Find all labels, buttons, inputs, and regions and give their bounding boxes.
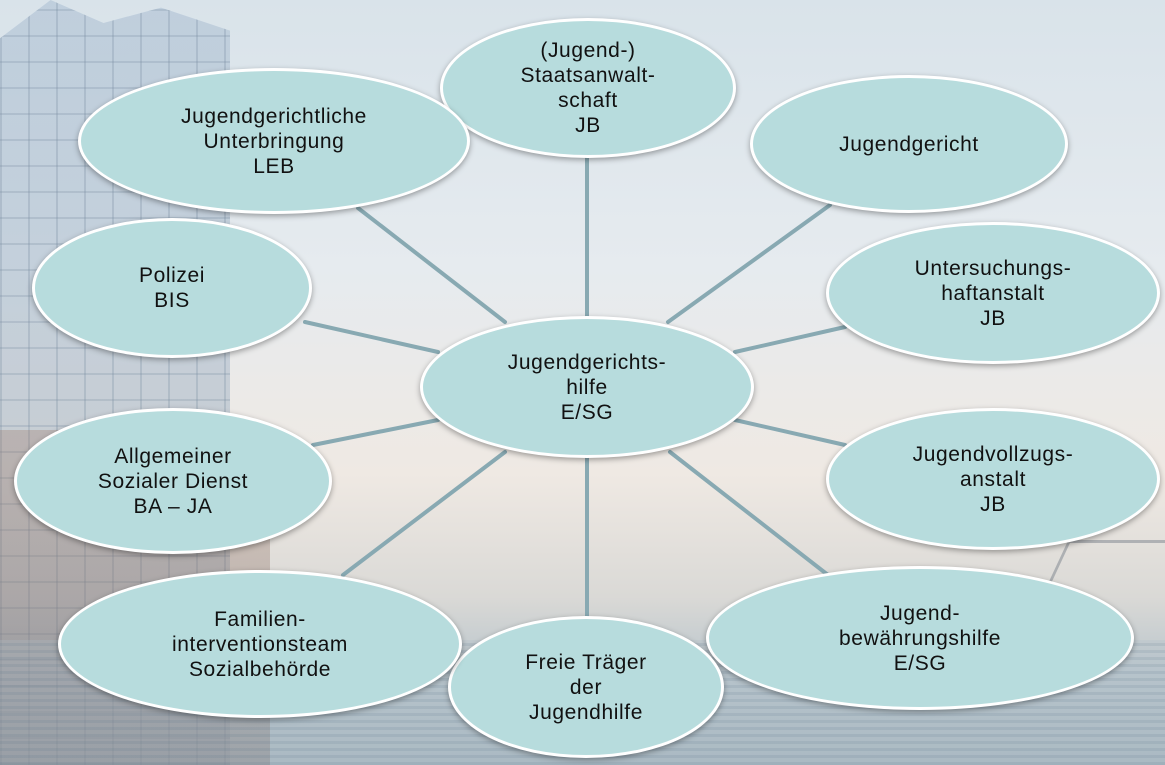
node-familieninterventionsteam-label: Familien- interventionsteam Sozialbehörd… xyxy=(172,607,348,681)
node-allgemeiner-sozialer-dienst-label: Allgemeiner Sozialer Dienst BA – JA xyxy=(97,444,249,518)
node-staatsanwaltschaft[interactable]: (Jugend-) Staatsanwalt- schaft JB xyxy=(440,18,736,158)
connector-unterbringung xyxy=(356,206,507,324)
node-jugendgerichtshilfe-label: Jugendgerichts- hilfe E/SG xyxy=(507,350,667,424)
connector-jugendgericht xyxy=(666,203,832,324)
node-familieninterventionsteam[interactable]: Familien- interventionsteam Sozialbehörd… xyxy=(58,570,462,718)
node-jugendgerichtliche-unterbringung[interactable]: Jugendgerichtliche Unterbringung LEB xyxy=(78,68,470,214)
node-jugendbewaehrungshilfe-label: Jugend- bewährungshilfe E/SG xyxy=(839,601,1001,675)
node-polizei-label: Polizei BIS xyxy=(138,264,206,312)
node-jugendvollzugsanstalt[interactable]: Jugendvollzugs- anstalt JB xyxy=(826,408,1160,550)
connector-jugendbewaehrungshilfe xyxy=(668,450,830,577)
connector-polizei xyxy=(303,320,440,354)
node-jugendvollzugsanstalt-label: Jugendvollzugs- anstalt JB xyxy=(912,442,1074,516)
node-freie-traeger-label: Freie Träger der Jugendhilfe xyxy=(525,650,647,724)
node-allgemeiner-sozialer-dienst[interactable]: Allgemeiner Sozialer Dienst BA – JA xyxy=(14,408,332,554)
connector-asd xyxy=(311,418,440,447)
node-polizei[interactable]: Polizei BIS xyxy=(32,218,312,358)
node-untersuchungshaftanstalt-label: Untersuchungs- haftanstalt JB xyxy=(914,256,1072,330)
node-jugendgerichtliche-unterbringung-label: Jugendgerichtliche Unterbringung LEB xyxy=(181,104,367,178)
node-untersuchungshaftanstalt[interactable]: Untersuchungs- haftanstalt JB xyxy=(826,222,1160,364)
node-freie-traeger[interactable]: Freie Träger der Jugendhilfe xyxy=(448,616,724,758)
connector-familieninterventionsteam xyxy=(341,450,507,577)
connector-jugendvollzugsanstalt xyxy=(733,418,847,447)
node-jugendgericht[interactable]: Jugendgericht xyxy=(750,75,1068,213)
node-jugendgerichtshilfe[interactable]: Jugendgerichts- hilfe E/SG xyxy=(420,316,754,458)
node-jugendgericht-label: Jugendgericht xyxy=(839,132,979,156)
node-staatsanwaltschaft-label: (Jugend-) Staatsanwalt- schaft JB xyxy=(520,39,656,137)
node-jugendbewaehrungshilfe[interactable]: Jugend- bewährungshilfe E/SG xyxy=(706,566,1134,710)
connector-untersuchungshaftanstalt xyxy=(733,325,847,354)
